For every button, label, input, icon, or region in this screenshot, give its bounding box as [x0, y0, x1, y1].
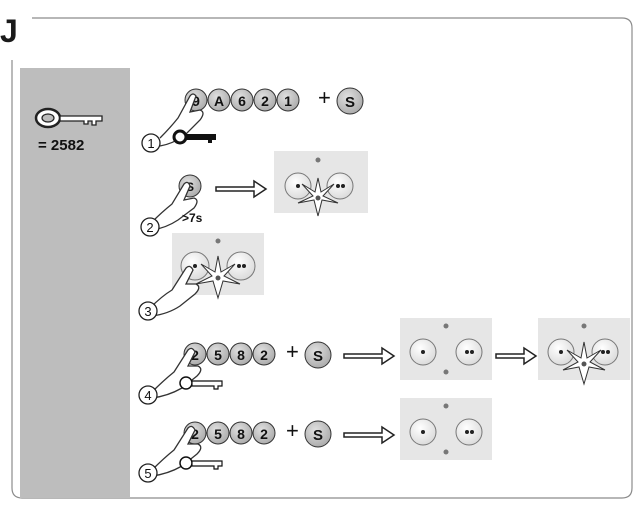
- key-button: A: [207, 88, 231, 112]
- svg-text:2: 2: [146, 220, 153, 235]
- svg-text:3: 3: [144, 304, 151, 319]
- hand-icon: [151, 181, 198, 231]
- receiver-panel-flashing: [538, 318, 630, 386]
- sidebar-panel: [20, 68, 130, 498]
- step-number-circle: 4: [138, 385, 158, 405]
- hand-icon: [151, 347, 202, 399]
- key-button: 2: [252, 342, 276, 366]
- step-3: 3: [138, 233, 264, 321]
- svg-text:4: 4: [144, 388, 151, 403]
- svg-text:8: 8: [237, 426, 245, 442]
- key-button: 2: [252, 421, 276, 445]
- svg-text:S: S: [313, 427, 323, 444]
- step-5: 2 5 8 2 + S 5: [138, 398, 492, 483]
- section-letter: J: [0, 13, 18, 49]
- plus-sign: +: [286, 418, 299, 443]
- frame-border: [11, 17, 633, 499]
- key-button: 2: [253, 88, 277, 112]
- plus-sign: +: [318, 85, 331, 110]
- s-key-button: S: [336, 87, 364, 115]
- svg-text:2: 2: [260, 426, 268, 442]
- key-button: 5: [206, 342, 230, 366]
- svg-text:2: 2: [261, 93, 269, 109]
- svg-text:5: 5: [144, 466, 151, 481]
- arrow-icon: [343, 346, 396, 366]
- step-number-circle: 1: [141, 133, 161, 153]
- svg-text:1: 1: [284, 93, 292, 109]
- keypad-sequence: 9 A 6 2 1: [184, 88, 300, 112]
- key-button: 6: [230, 88, 254, 112]
- key-button: 1: [276, 88, 300, 112]
- key-icon: [179, 376, 223, 390]
- svg-text:2: 2: [191, 347, 199, 363]
- receiver-panel-steady: [400, 398, 492, 460]
- svg-text:2: 2: [191, 426, 199, 442]
- key-icon: [34, 107, 103, 129]
- hand-icon: [149, 265, 200, 317]
- keypad-sequence: 2 5 8 2: [183, 421, 276, 445]
- svg-text:6: 6: [238, 93, 246, 109]
- svg-text:5: 5: [214, 347, 222, 363]
- svg-text:A: A: [214, 93, 224, 109]
- arrow-icon: [343, 425, 396, 445]
- svg-text:5: 5: [214, 426, 222, 442]
- receiver-panel-steady: [400, 318, 492, 380]
- receiver-panel-flashing: [172, 233, 264, 300]
- svg-text:S: S: [313, 348, 323, 365]
- arrow-icon: [215, 179, 268, 199]
- key-button: 5: [206, 421, 230, 445]
- svg-text:S: S: [345, 94, 355, 111]
- step-number-circle: 3: [138, 301, 158, 321]
- s-key-button: S: [304, 341, 332, 369]
- svg-text:9: 9: [192, 93, 200, 109]
- key-button: 8: [229, 342, 253, 366]
- step-number-circle: 5: [138, 463, 158, 483]
- key-icon: [179, 456, 223, 470]
- key-icon: [172, 129, 216, 145]
- hand-icon: [151, 425, 202, 477]
- svg-text:1: 1: [147, 136, 154, 151]
- key-button: 8: [229, 421, 253, 445]
- step-4: 2 5 8 2 + S 4: [138, 318, 630, 405]
- sidebar-code: = 2582: [38, 137, 84, 154]
- arrow-icon: [495, 346, 538, 366]
- svg-text:2: 2: [260, 347, 268, 363]
- s-key-button: S: [304, 420, 332, 448]
- svg-text:8: 8: [237, 347, 245, 363]
- hold-time-label: >7s: [182, 211, 203, 225]
- keypad-sequence: 2 5 8 2: [183, 342, 276, 366]
- receiver-panel-flashing: [274, 151, 368, 217]
- plus-sign: +: [286, 339, 299, 364]
- step-2: S 2 >7s: [140, 151, 368, 237]
- step-number-circle: 2: [140, 217, 160, 237]
- step-1: 9 A 6 2 1 + S 1: [141, 85, 364, 153]
